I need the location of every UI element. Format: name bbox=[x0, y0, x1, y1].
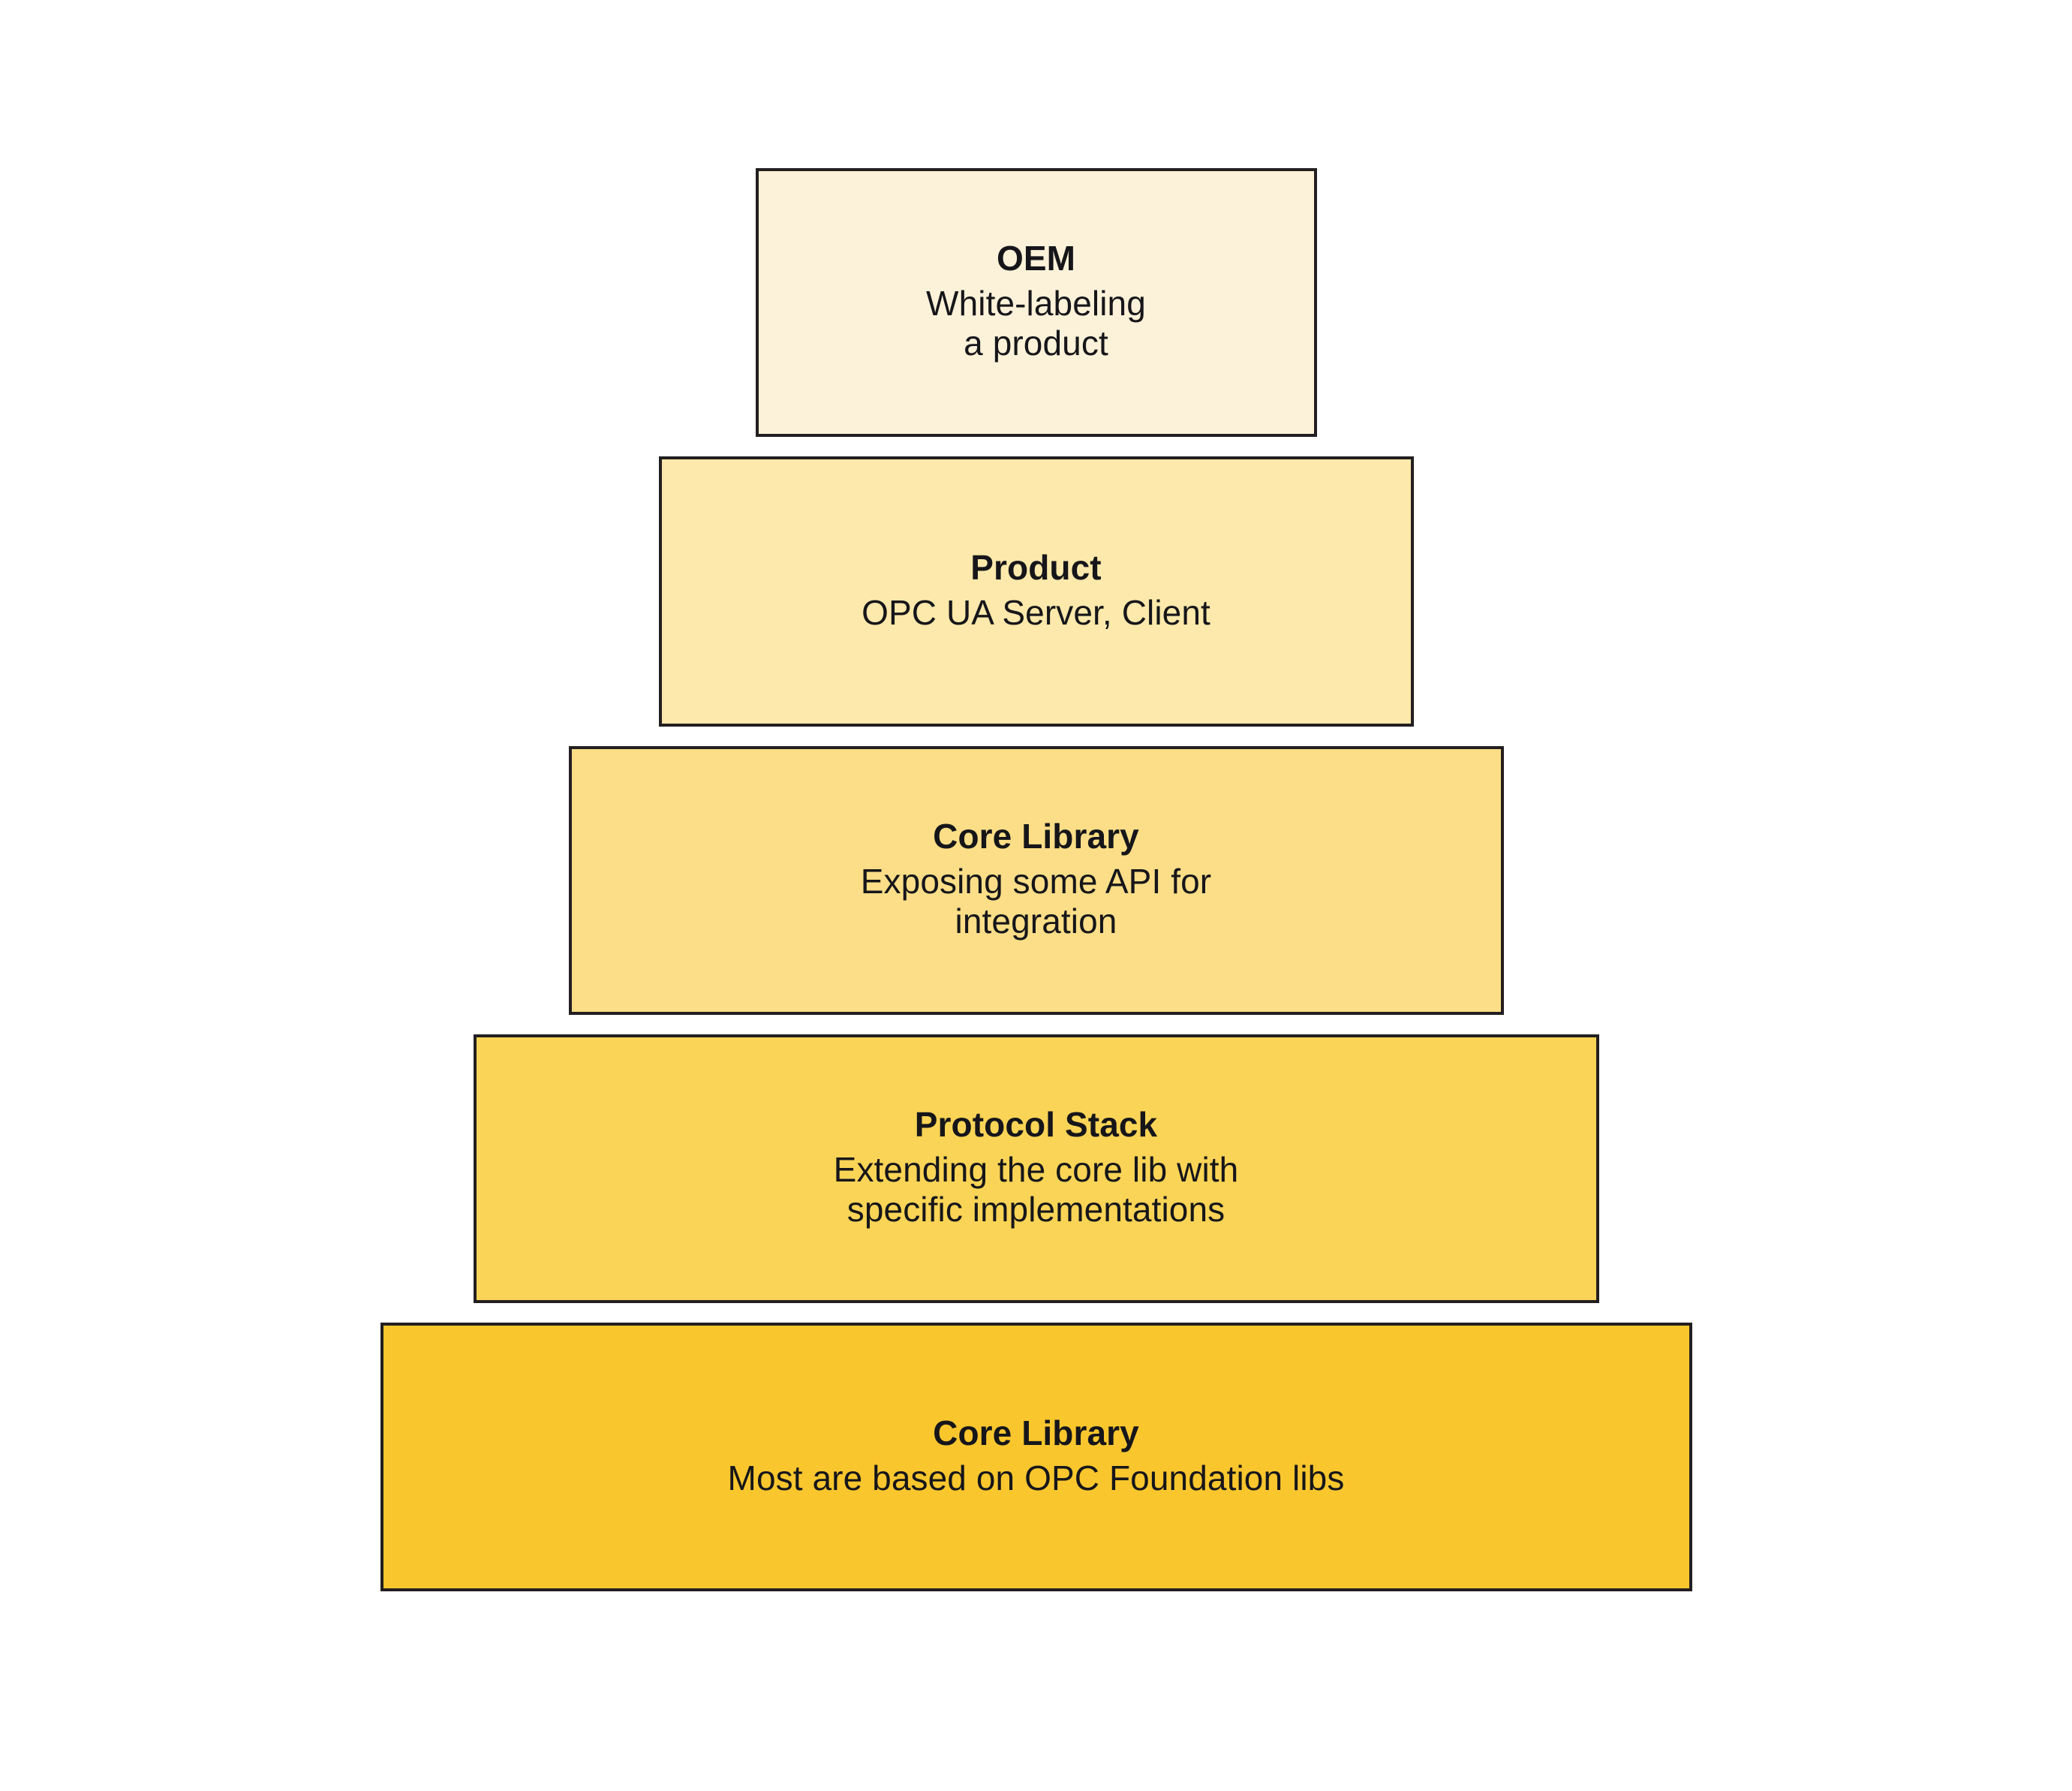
layer-description-line-1: Exposing some API for bbox=[860, 861, 1212, 901]
layer-title-product: Product bbox=[970, 547, 1102, 587]
layer-box-product: Product OPC UA Server, Client bbox=[658, 456, 1414, 727]
layer-description-line-1: Extending the core lib with bbox=[833, 1149, 1239, 1189]
layer-title-oem: OEM bbox=[996, 238, 1076, 278]
layer-description-oem: White-labeling a product bbox=[926, 284, 1146, 365]
layer-description-core-library-api: Exposing some API for integration bbox=[861, 862, 1211, 943]
layer-title-core-library-foundation: Core Library bbox=[933, 1413, 1139, 1452]
layer-description-protocol-stack: Extending the core lib with specific imp… bbox=[834, 1150, 1239, 1231]
layer-description-core-library-foundation: Most are based on OPC Foundation libs bbox=[728, 1458, 1345, 1499]
layer-description-line-1: OPC UA Server, Client bbox=[862, 592, 1210, 632]
layer-description-line-2: integration bbox=[955, 902, 1117, 941]
layer-box-oem: OEM White-labeling a product bbox=[755, 168, 1317, 437]
layer-description-line-2: a product bbox=[964, 324, 1108, 363]
layer-box-protocol-stack: Protocol Stack Extending the core lib wi… bbox=[473, 1034, 1599, 1303]
layer-description-line-1: White-labeling bbox=[926, 283, 1146, 323]
layer-title-protocol-stack: Protocol Stack bbox=[914, 1104, 1158, 1144]
layer-box-core-library-foundation: Core Library Most are based on OPC Found… bbox=[380, 1323, 1692, 1591]
layer-stack: OEM White-labeling a product Product OPC… bbox=[0, 168, 2072, 1591]
layer-description-product: OPC UA Server, Client bbox=[862, 593, 1210, 634]
layer-description-line-2: specific implementations bbox=[847, 1190, 1225, 1230]
layer-box-core-library-api: Core Library Exposing some API for integ… bbox=[568, 746, 1504, 1015]
layer-description-line-1: Most are based on OPC Foundation libs bbox=[727, 1458, 1345, 1498]
layer-title-core-library-api: Core Library bbox=[933, 816, 1139, 856]
